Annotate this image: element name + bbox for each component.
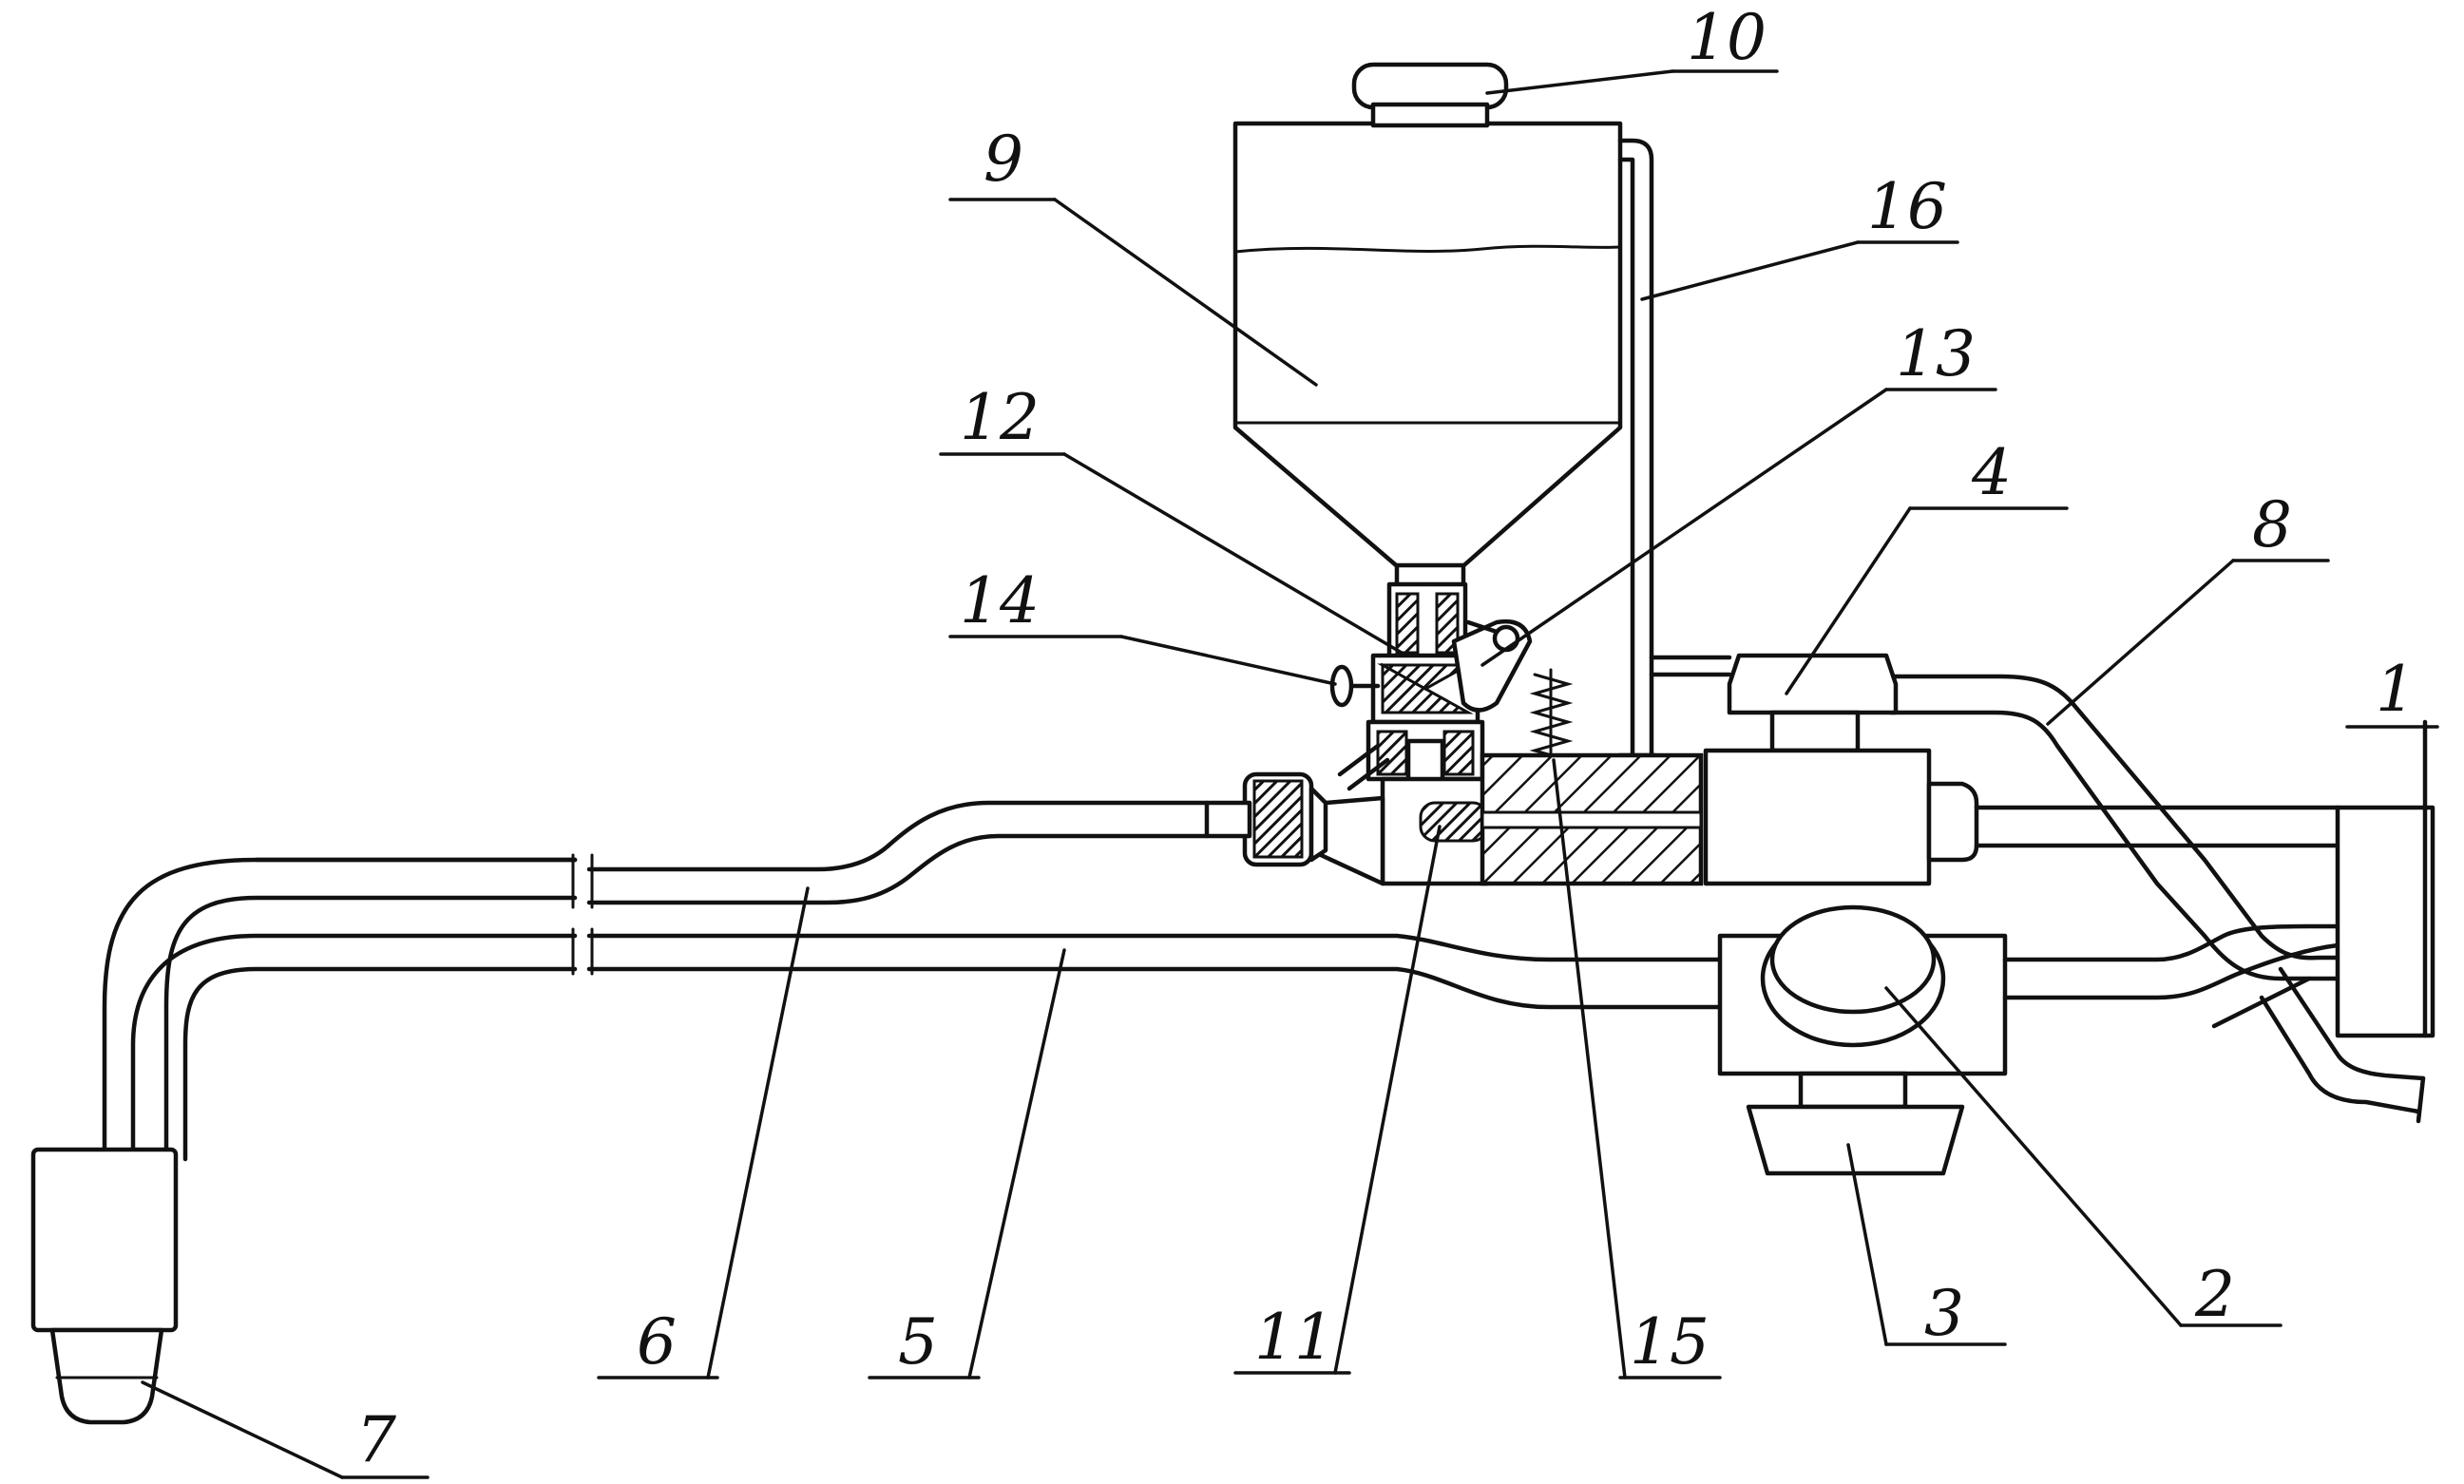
callout-4: 4 (1785, 436, 2069, 695)
callout-13: 13 (1480, 317, 1997, 667)
pipe-air (1649, 655, 2340, 981)
callout-3: 3 (1846, 1143, 2007, 1350)
label-3: 3 (1924, 1277, 1964, 1350)
callout-15: 15 (1552, 758, 1722, 1379)
callout-7: 7 (141, 1380, 430, 1479)
label-11: 11 (1254, 1301, 1334, 1374)
callout-2: 2 (1884, 986, 2283, 1331)
label-8: 8 (2252, 488, 2292, 561)
callout-5: 5 (868, 948, 1066, 1379)
adjusting-screw (1329, 664, 1381, 708)
callout-8: 8 (2046, 488, 2330, 726)
main-valve (1703, 748, 2426, 1176)
label-1: 1 (2376, 653, 2416, 726)
callout-9: 9 (948, 123, 1318, 387)
torch (30, 1147, 179, 1425)
label-6: 6 (637, 1305, 677, 1379)
power-source (2335, 719, 2435, 1038)
dosing-valve (1366, 581, 1485, 791)
callout-16: 16 (1640, 170, 1959, 301)
label-13: 13 (1896, 317, 1976, 390)
hose-upper (102, 800, 1210, 1162)
label-5: 5 (898, 1305, 938, 1379)
hose-fitting (1204, 771, 1328, 867)
label-10: 10 (1687, 1, 1767, 74)
air-valve (1727, 653, 1899, 753)
filler-cap (1351, 62, 1509, 128)
callout-11: 11 (1233, 825, 1442, 1375)
callout-1: 1 (2345, 653, 2439, 729)
hopper (1232, 121, 1623, 597)
label-16: 16 (1867, 170, 1947, 243)
lever (1451, 618, 1533, 713)
callout-14: 14 (948, 564, 1337, 686)
mixer-body (1318, 743, 1704, 886)
level-tube (1617, 138, 1656, 810)
label-12: 12 (960, 381, 1040, 454)
label-4: 4 (1971, 436, 2012, 509)
label-2: 2 (2194, 1258, 2235, 1331)
label-9: 9 (984, 123, 1023, 196)
label-7: 7 (356, 1403, 396, 1476)
hose-lower (130, 857, 1723, 1162)
callout-6: 6 (597, 886, 810, 1379)
label-14: 14 (960, 564, 1040, 637)
callout-12: 12 (939, 381, 1408, 657)
callout-10: 10 (1485, 1, 1779, 95)
label-15: 15 (1630, 1305, 1710, 1379)
